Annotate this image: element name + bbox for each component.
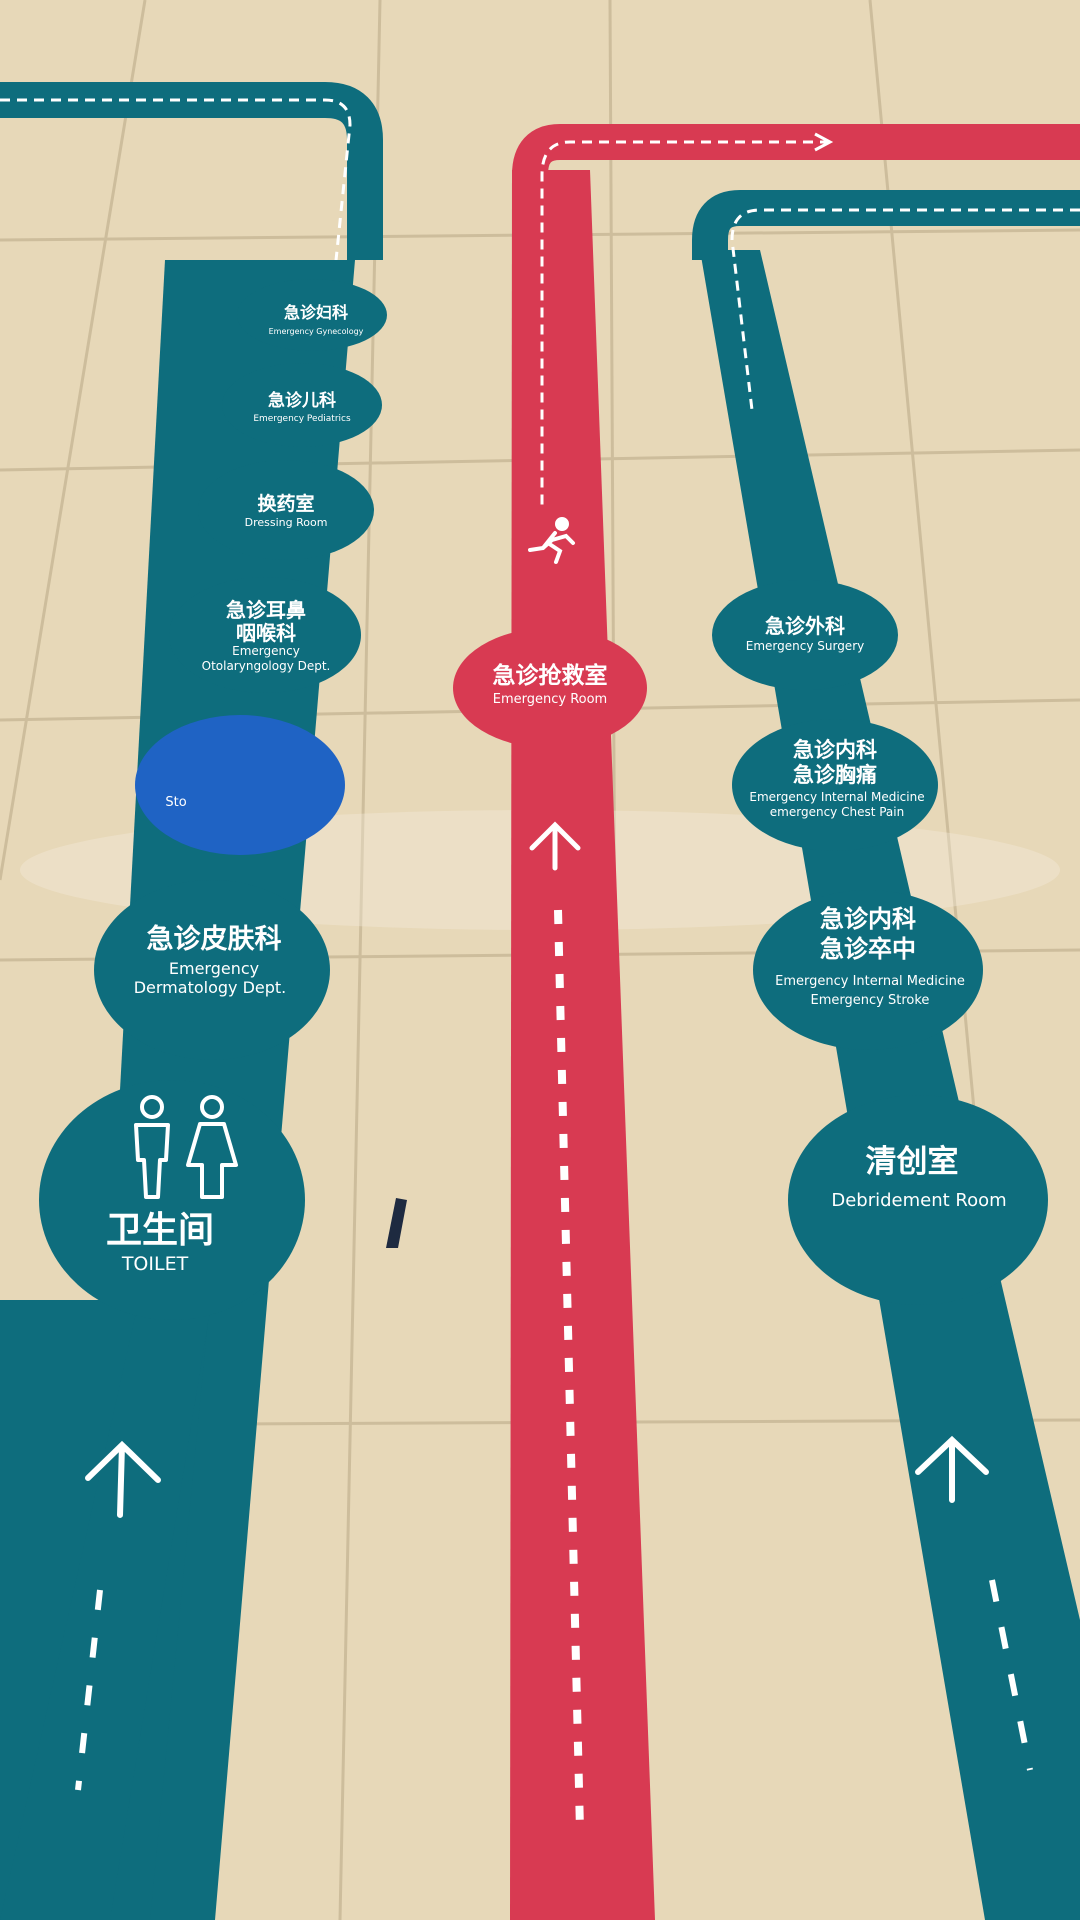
- stop-label-zh: 清创室: [866, 1144, 959, 1180]
- stop-label-en: Dermatology Dept.: [134, 978, 287, 997]
- left-route: [0, 82, 387, 1920]
- stop-label-zh: 咽喉科: [236, 621, 296, 645]
- toilet-icon: [134, 1095, 238, 1199]
- stop-label-en: Emergency Pediatrics: [253, 414, 351, 424]
- floor-debris: [386, 1198, 407, 1248]
- stop-label-zh: 急诊妇科: [284, 303, 348, 322]
- up-arrow-icon: [85, 1440, 161, 1518]
- stop-label-en: Emergency Internal Medicine: [749, 790, 924, 804]
- stop-label-zh: 换药室: [257, 492, 314, 515]
- stop-label-zh: 急诊抢救室: [493, 662, 608, 689]
- stop-label-en: Debridement Room: [831, 1190, 1006, 1211]
- stop-label-zh: 急诊外科: [765, 614, 845, 638]
- stop-label-zh: 急诊耳鼻: [226, 598, 306, 622]
- stop-label-en: Emergency Gynecology: [269, 327, 364, 336]
- lane-dashes: [75, 1589, 103, 1791]
- right-route: [692, 190, 1080, 1920]
- stop-label-en: TOILET: [121, 1253, 189, 1275]
- stop-label-zh: 急诊胸痛: [793, 763, 877, 787]
- stop-label-en: Emergency Stroke: [811, 993, 930, 1008]
- stop-label-en: Emergency Room: [493, 692, 607, 707]
- stop-label-zh: 急诊内科: [793, 738, 877, 762]
- stop-label-zh: 急诊皮肤科: [147, 923, 282, 955]
- stop-label-en: emergency Chest Pain: [770, 805, 904, 819]
- stop-label-en: Emergency Surgery: [746, 639, 864, 653]
- running-person-icon: [528, 517, 575, 564]
- stop-label-zh: 急诊卒中: [820, 935, 916, 963]
- stop-label-en: Emergency: [232, 644, 300, 658]
- stop-label-zh: 卫生间: [106, 1210, 214, 1251]
- stop-label-zh: 急诊儿科: [268, 390, 336, 411]
- center-route: [453, 124, 1080, 1920]
- stop-label-en: Otolaryngology Dept.: [202, 659, 331, 673]
- stop-label-en: Emergency Internal Medicine: [775, 974, 965, 989]
- stop-label-en: Dressing Room: [245, 516, 328, 529]
- stop-label-zh: 急诊内科: [820, 905, 916, 933]
- partial-stop-label: Sto: [165, 795, 186, 810]
- stop-label-en: Emergency: [169, 959, 259, 978]
